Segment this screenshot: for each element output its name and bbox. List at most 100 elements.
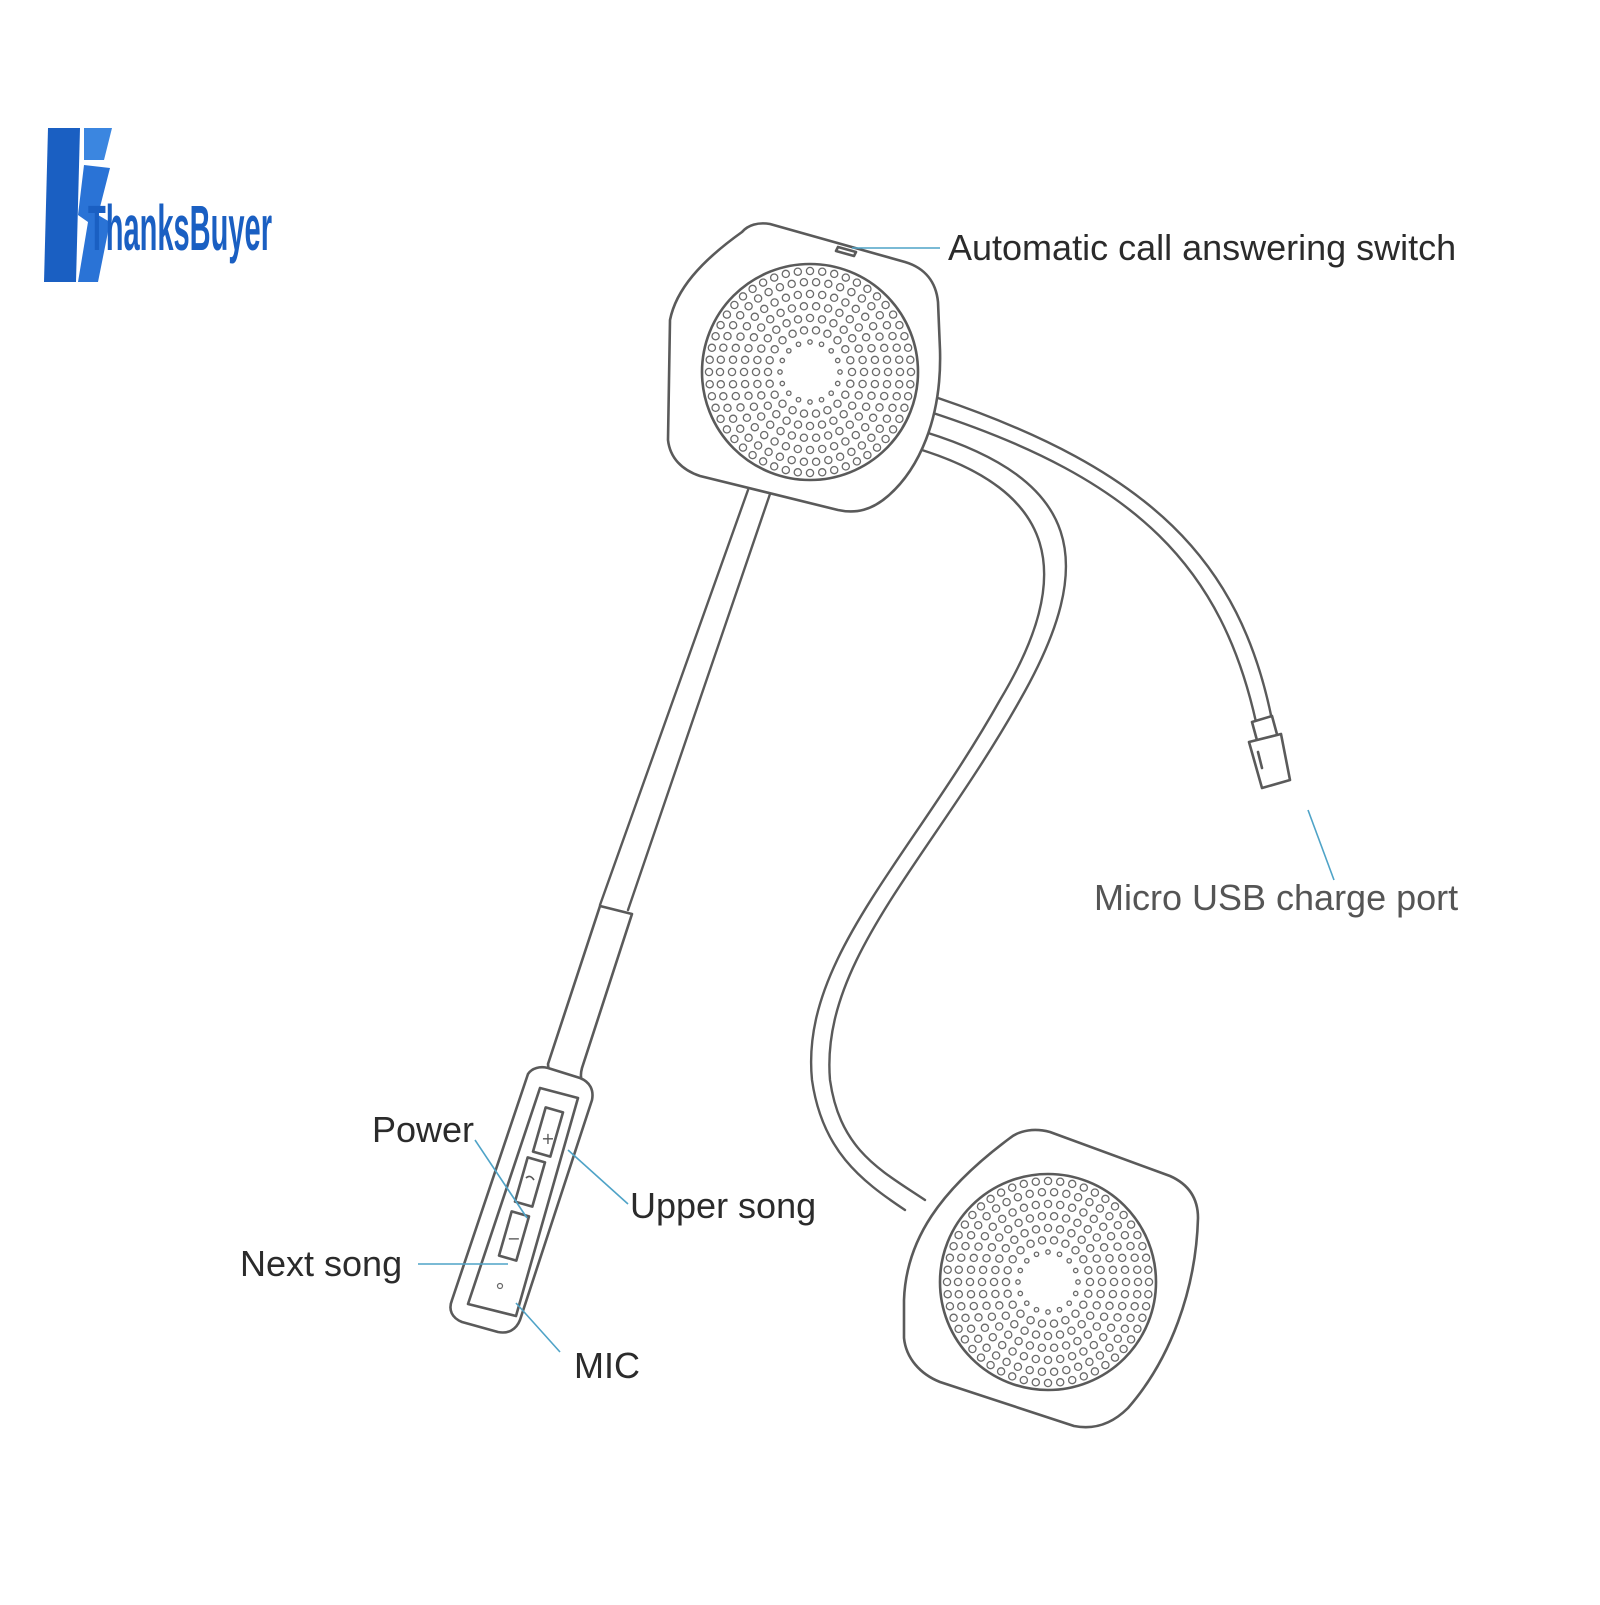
grille-hole xyxy=(945,1253,955,1263)
grille-hole xyxy=(1085,1197,1094,1207)
boom-tube-right-edge xyxy=(626,492,772,912)
grille-hole xyxy=(715,367,725,377)
grille-hole xyxy=(857,441,867,450)
grille-hole xyxy=(995,1254,1004,1263)
grille-hole xyxy=(749,402,759,411)
grille-hole xyxy=(1117,1253,1127,1263)
grille-hole xyxy=(1008,1208,1017,1217)
grille-hole xyxy=(854,344,863,353)
grille-hole xyxy=(757,344,766,353)
grille-hole xyxy=(1090,1367,1100,1376)
grille-hole xyxy=(829,465,839,475)
grille-hole xyxy=(824,455,833,465)
grille-hole xyxy=(744,391,753,401)
grille-hole xyxy=(765,315,775,324)
grille-hole xyxy=(787,304,797,313)
grille-hole xyxy=(1055,1177,1065,1186)
grille-hole xyxy=(1061,1214,1071,1223)
grille-hole xyxy=(716,355,726,364)
grille-hole xyxy=(707,391,717,401)
grille-hole xyxy=(1002,1197,1011,1207)
grille-hole xyxy=(841,462,851,471)
grille-hole xyxy=(996,1367,1006,1376)
grille-hole xyxy=(1092,1301,1101,1310)
grille-hole xyxy=(817,468,827,477)
grille-hole xyxy=(707,343,717,353)
volume-up-button[interactable]: + xyxy=(531,1106,565,1158)
grille-hole xyxy=(1067,1179,1077,1189)
grille-hole xyxy=(763,334,773,343)
grille-hole xyxy=(769,273,779,282)
grille-hole xyxy=(870,379,880,389)
grille-hole xyxy=(1007,1183,1017,1192)
grille-hole xyxy=(765,355,774,365)
grille-hole xyxy=(1075,1279,1081,1285)
grille-hole xyxy=(776,308,785,318)
grille-hole xyxy=(795,396,802,403)
grille-hole xyxy=(1056,1306,1063,1313)
usb-cable-outer xyxy=(936,396,1274,722)
grille-hole xyxy=(834,380,841,387)
grille-hole xyxy=(860,312,870,322)
grille-hole xyxy=(779,380,786,387)
grille-hole xyxy=(1133,1324,1142,1334)
auto-answer-switch[interactable] xyxy=(834,245,858,258)
remote-control: + − xyxy=(449,904,634,1334)
grille-hole xyxy=(735,424,745,434)
grille-hole xyxy=(1010,1235,1019,1245)
grille-hole xyxy=(903,343,913,353)
grille-hole xyxy=(1126,1241,1135,1251)
grille-hole xyxy=(1090,1188,1100,1197)
grille-hole xyxy=(1108,1265,1118,1275)
leader-mic xyxy=(515,1302,561,1353)
grille-hole xyxy=(817,444,827,454)
grille-hole xyxy=(1019,1375,1029,1385)
grille-hole xyxy=(1037,1343,1047,1352)
grille-hole xyxy=(1105,1253,1114,1263)
grille-hole xyxy=(1105,1301,1114,1311)
grille-hole xyxy=(1037,1319,1047,1328)
grille-hole xyxy=(851,304,861,314)
volume-down-button[interactable]: − xyxy=(497,1210,531,1262)
grille-hole xyxy=(847,287,856,297)
grille-hole xyxy=(1061,1341,1071,1350)
grille-hole xyxy=(846,379,855,389)
grille-hole xyxy=(731,391,741,401)
grille-hole xyxy=(1120,1324,1130,1334)
grille-hole xyxy=(1066,1257,1073,1264)
grille-hole xyxy=(861,402,871,411)
grille-hole xyxy=(799,277,809,287)
speaker-bottom xyxy=(902,1128,1200,1429)
grille-hole xyxy=(997,1214,1007,1224)
grille-hole xyxy=(759,430,769,440)
grille-hole xyxy=(757,391,766,400)
grille-hole xyxy=(1066,1300,1073,1307)
grille-hole xyxy=(829,416,838,425)
grille-hole xyxy=(787,431,797,440)
boom-tube-left-edge xyxy=(598,488,750,907)
micro-usb-connector[interactable] xyxy=(1247,714,1292,790)
grille-hole xyxy=(852,457,862,466)
speaker-bottom-holes xyxy=(942,1176,1154,1388)
grille-hole xyxy=(776,426,785,436)
grille-hole xyxy=(994,1233,1004,1242)
grille-hole xyxy=(716,320,725,330)
grille-hole xyxy=(894,355,904,364)
grille-hole xyxy=(799,326,809,335)
grille-hole xyxy=(736,403,745,412)
grille-hole xyxy=(1098,1332,1108,1342)
grille-hole xyxy=(1020,1229,1029,1238)
grille-hole xyxy=(1085,1311,1095,1320)
power-button[interactable] xyxy=(513,1156,547,1208)
grille-hole xyxy=(854,412,864,421)
grille-hole xyxy=(966,1230,976,1240)
grille-hole xyxy=(753,379,762,389)
grille-hole xyxy=(1037,1236,1047,1245)
grille-hole xyxy=(781,293,791,303)
grille-hole xyxy=(1106,1323,1116,1333)
grille-hole xyxy=(782,416,791,425)
grille-hole xyxy=(795,341,802,348)
grille-hole xyxy=(1001,1244,1011,1253)
grille-hole xyxy=(1092,1254,1101,1263)
grille-hole xyxy=(1043,1223,1053,1233)
